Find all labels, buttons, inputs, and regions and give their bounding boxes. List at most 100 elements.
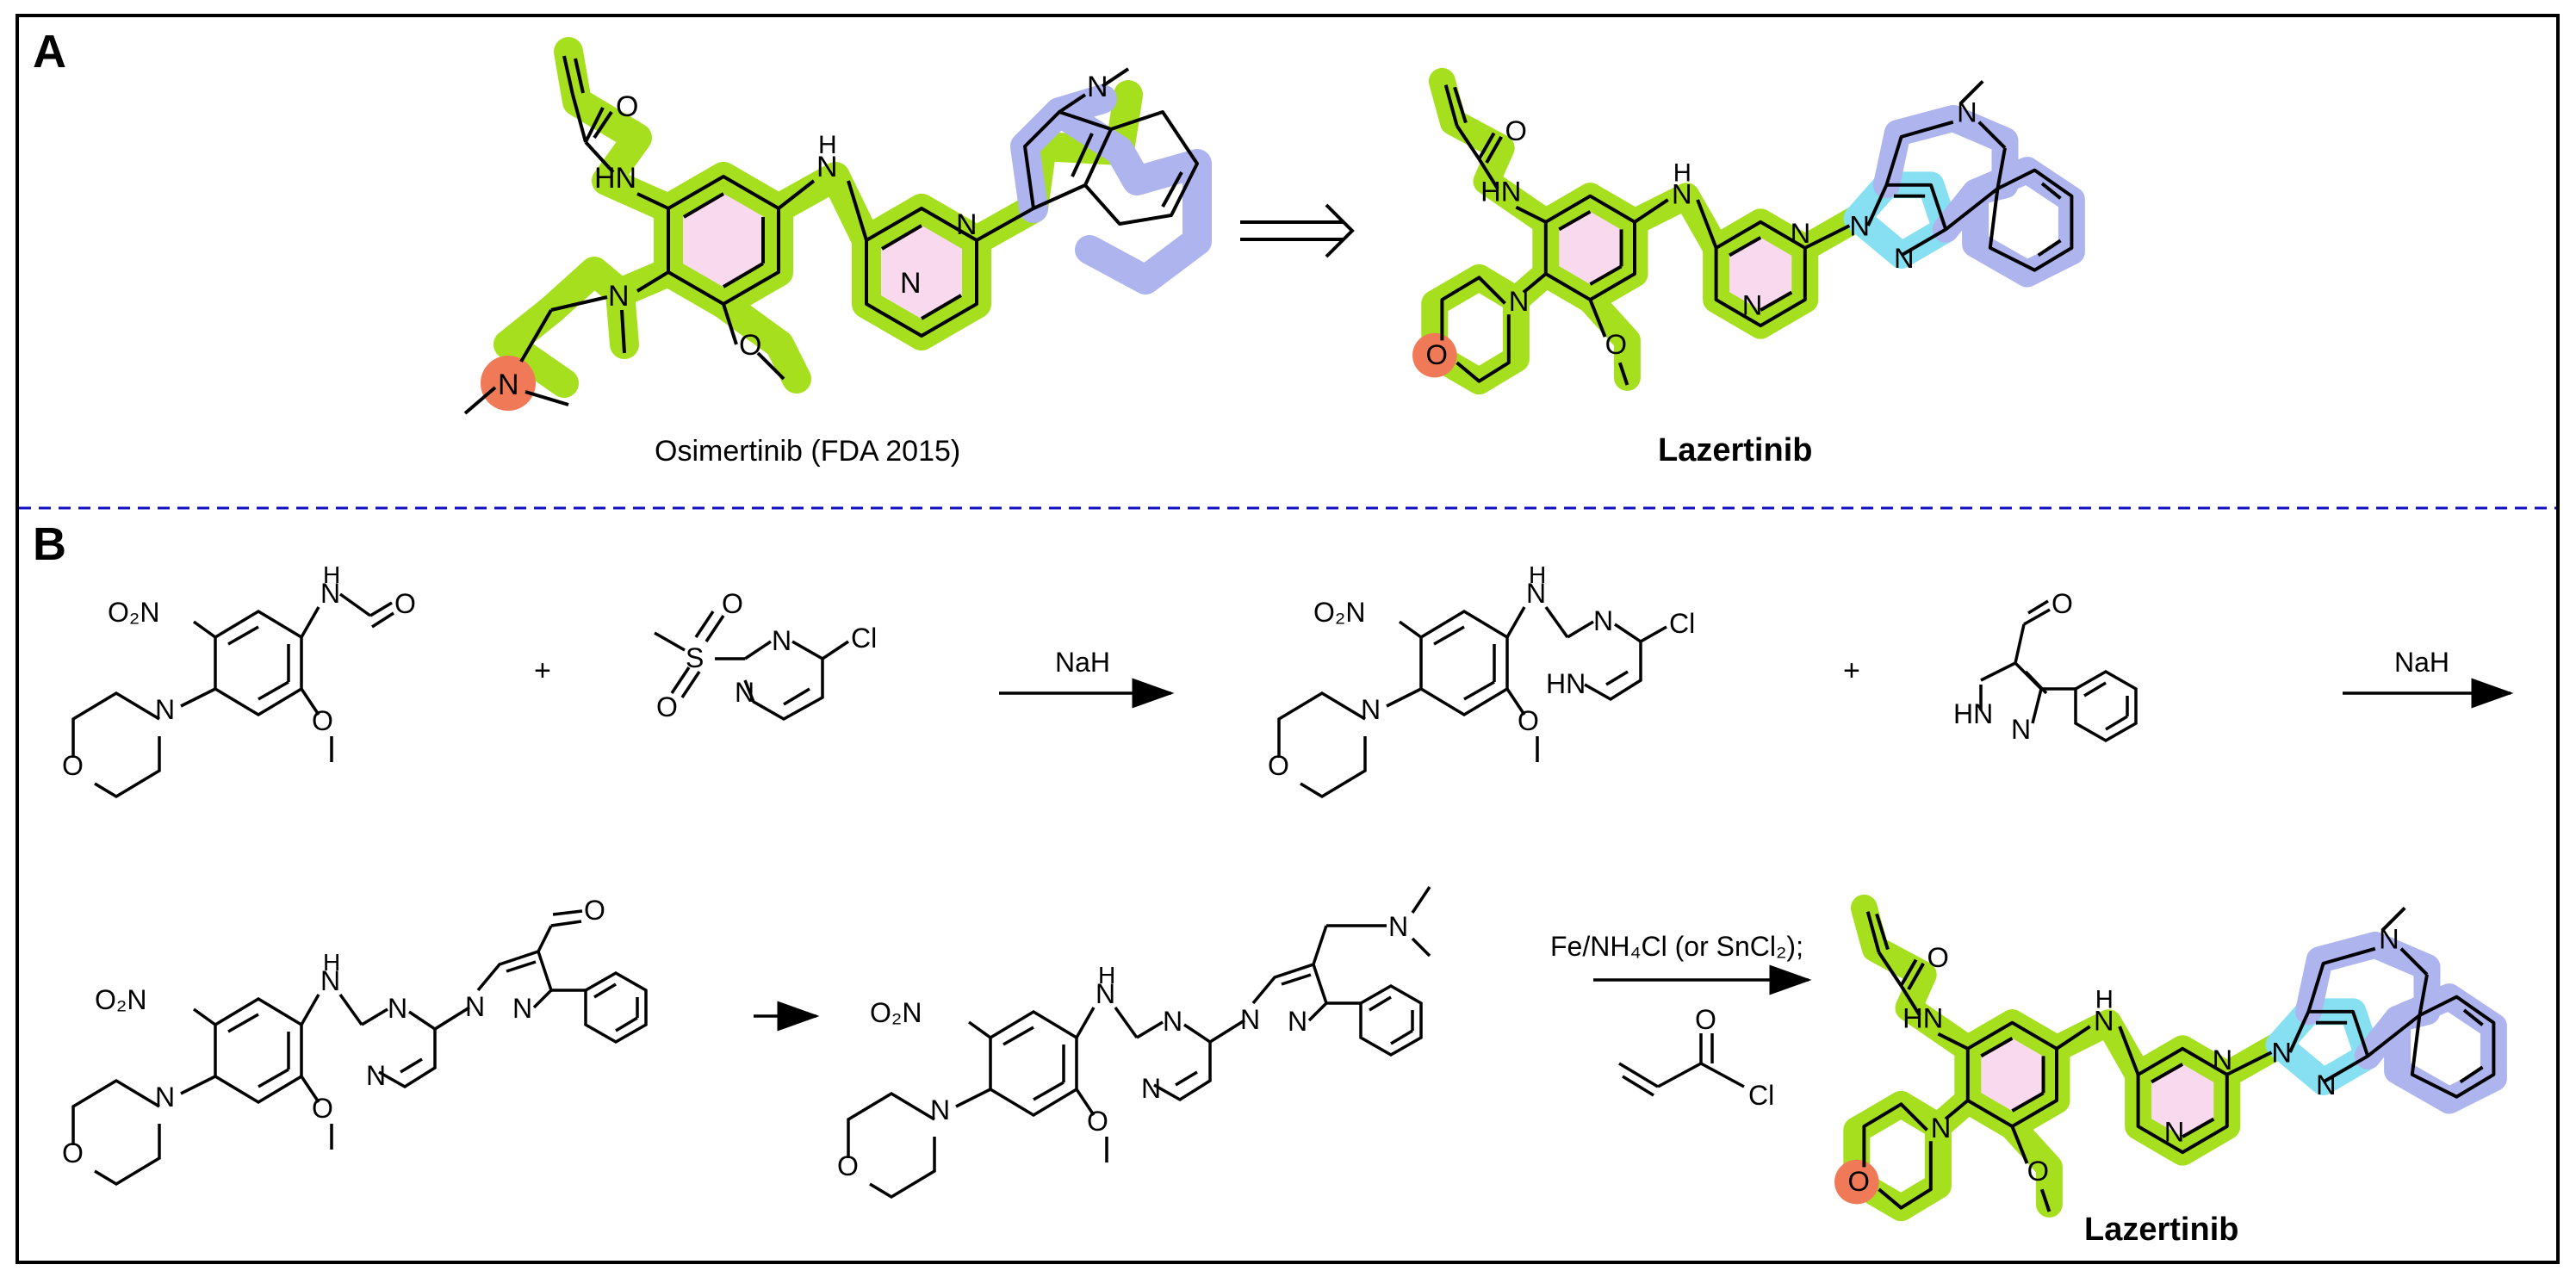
- svg-text:O: O: [1927, 941, 1949, 973]
- svg-text:O: O: [312, 1093, 333, 1124]
- svg-text:O: O: [656, 691, 678, 722]
- svg-text:N: N: [1087, 71, 1108, 103]
- svg-text:O: O: [2051, 588, 2073, 619]
- intermediate-dimethylamine: [847, 886, 1431, 1200]
- svg-text:N: N: [2213, 1044, 2233, 1076]
- svg-text:N: N: [930, 1094, 950, 1125]
- svg-text:N: N: [155, 1082, 175, 1113]
- intermediate-pyrazole-aldehyde: [71, 909, 648, 1187]
- svg-text:H: H: [1673, 160, 1691, 188]
- svg-text:H: H: [1098, 962, 1115, 989]
- svg-text:O: O: [1695, 1004, 1716, 1035]
- reagent-nah-1: NaH: [1055, 647, 1110, 678]
- svg-text:O₂N: O₂N: [95, 984, 146, 1015]
- svg-text:N: N: [320, 965, 340, 996]
- outer-frame: [16, 14, 2560, 1264]
- intermediate-chloropyrimidine: [1277, 605, 1667, 799]
- svg-text:O₂N: O₂N: [870, 997, 922, 1028]
- svg-text:O: O: [1087, 1106, 1108, 1137]
- svg-text:H: H: [323, 949, 340, 976]
- svg-text:Cl: Cl: [851, 623, 877, 654]
- svg-text:O: O: [62, 750, 84, 781]
- svg-text:N: N: [1240, 1004, 1260, 1035]
- svg-text:H: H: [323, 561, 340, 588]
- svg-text:O: O: [1505, 115, 1527, 146]
- svg-text:O: O: [2027, 1155, 2049, 1187]
- svg-text:N: N: [320, 578, 340, 609]
- svg-text:H: H: [818, 131, 837, 159]
- svg-text:N: N: [900, 267, 922, 300]
- svg-text:O₂N: O₂N: [1313, 597, 1365, 628]
- svg-text:O: O: [837, 1150, 859, 1181]
- lazertinib-structure-a: HN O N H N O O N N N N N: [1412, 67, 2085, 395]
- svg-text:O: O: [1518, 705, 1539, 736]
- svg-text:N: N: [1742, 288, 1763, 320]
- svg-text:N: N: [735, 677, 754, 708]
- panel-b-letter: B: [33, 518, 66, 570]
- svg-text:HN: HN: [1480, 176, 1521, 208]
- svg-text:N: N: [1791, 217, 1811, 249]
- svg-text:O: O: [584, 895, 605, 926]
- svg-text:N: N: [956, 208, 978, 241]
- svg-text:N: N: [1288, 1006, 1307, 1037]
- svg-text:N: N: [1957, 96, 1977, 128]
- svg-text:O: O: [1268, 750, 1289, 781]
- svg-text:N: N: [816, 151, 838, 183]
- starting-material-sulfonylpyrimidine: [654, 611, 849, 722]
- svg-text:N: N: [465, 991, 485, 1022]
- svg-text:HN: HN: [1903, 1002, 1943, 1034]
- lazertinib-structure-b: HN O N H N O O N N N N N: [1834, 894, 2507, 1222]
- svg-text:O: O: [394, 588, 416, 619]
- svg-text:N: N: [1526, 578, 1546, 609]
- svg-text:O₂N: O₂N: [108, 597, 159, 628]
- svg-text:N: N: [1849, 209, 1870, 241]
- starting-material-pyrazole: [1979, 599, 2138, 743]
- svg-text:N: N: [1096, 978, 1115, 1009]
- svg-text:O: O: [1605, 328, 1627, 360]
- svg-text:N: N: [2011, 714, 2031, 745]
- svg-text:O: O: [62, 1138, 84, 1169]
- retrosynthesis-arrow: [1240, 203, 1355, 258]
- starting-material-formamide: [71, 592, 394, 799]
- svg-text:N: N: [2379, 923, 2399, 955]
- svg-text:N: N: [2094, 1004, 2114, 1036]
- svg-text:N: N: [2271, 1036, 2292, 1068]
- svg-text:HN: HN: [594, 162, 636, 195]
- svg-text:N: N: [2164, 1115, 2185, 1147]
- svg-text:O: O: [312, 705, 333, 736]
- osimertinib-structure: HN O N H N N O N N N: [463, 37, 1212, 415]
- reagent-nah-2: NaH: [2394, 647, 2449, 678]
- svg-text:N: N: [388, 993, 407, 1024]
- svg-text:N: N: [2316, 1069, 2337, 1100]
- svg-text:H: H: [1529, 561, 1546, 588]
- svg-text:N: N: [1388, 911, 1408, 942]
- svg-text:O: O: [1847, 1165, 1869, 1197]
- svg-text:O: O: [616, 90, 638, 123]
- svg-text:O: O: [1425, 338, 1447, 370]
- svg-text:N: N: [1163, 1006, 1182, 1037]
- reagent-reduction: Fe/NH₄Cl (or SnCl₂);: [1550, 931, 1803, 962]
- svg-text:Cl: Cl: [1669, 608, 1695, 639]
- plus-2: +: [1843, 654, 1860, 687]
- lazertinib-caption-b: Lazertinib: [2084, 1212, 2238, 1248]
- osimertinib-caption: Osimertinib (FDA 2015): [655, 435, 960, 468]
- svg-text:N: N: [772, 625, 791, 656]
- svg-text:N: N: [366, 1060, 386, 1091]
- osimertinib-highlights: [481, 37, 1212, 411]
- svg-text:HN: HN: [1953, 698, 1993, 729]
- svg-text:Cl: Cl: [1748, 1080, 1774, 1111]
- svg-text:N: N: [1361, 694, 1381, 725]
- panel-a-letter: A: [33, 26, 66, 77]
- svg-text:N: N: [1593, 605, 1613, 636]
- svg-text:N: N: [1894, 242, 1915, 274]
- svg-text:O: O: [722, 588, 743, 619]
- lazertinib-caption-a: Lazertinib: [1658, 432, 1812, 468]
- svg-text:N: N: [1141, 1073, 1161, 1104]
- svg-text:N: N: [155, 694, 175, 725]
- svg-text:S: S: [686, 642, 704, 673]
- svg-text:N: N: [608, 280, 630, 313]
- acryloyl-chloride: [1618, 1033, 1745, 1097]
- svg-text:N: N: [1509, 285, 1530, 317]
- svg-text:H: H: [2095, 987, 2114, 1014]
